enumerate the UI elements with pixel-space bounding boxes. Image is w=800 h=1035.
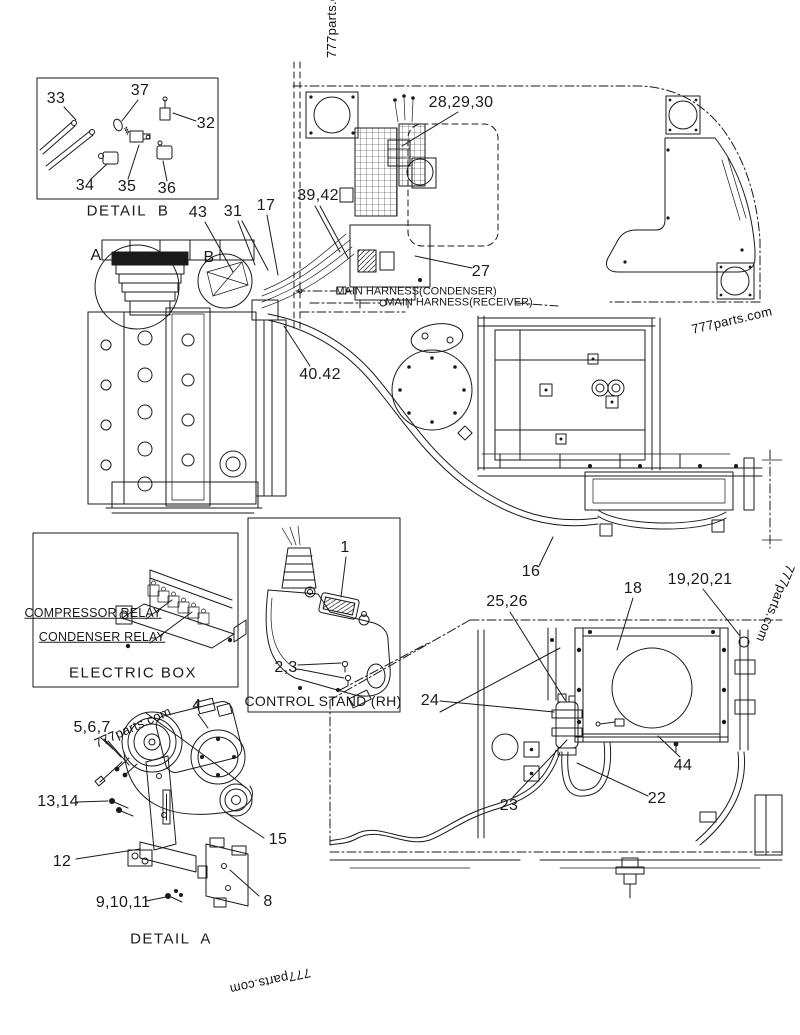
main-harness-receiver-label: MAIN HARNESS(RECEIVER) <box>385 296 533 309</box>
engine-drawing <box>87 214 287 514</box>
compressor-relay-label: COMPRESSOR RELAY <box>24 605 162 620</box>
part-label-12: 12 <box>52 853 72 870</box>
part-label-24: 24 <box>420 692 440 709</box>
ac-unit-drawing <box>339 94 473 309</box>
part-label-28-29-30: 28,29,30 <box>428 94 494 111</box>
part-label-44: 44 <box>673 757 693 774</box>
frame-mid-drawing <box>391 315 661 471</box>
part-label-43: 43 <box>188 204 208 221</box>
part-label-16: 16 <box>521 563 541 580</box>
detail-b-caption: DETAIL B <box>86 202 170 220</box>
part-label-5-6-7: 5,6,7 <box>73 719 111 736</box>
part-label-33: 33 <box>46 90 66 107</box>
part-label-27: 27 <box>471 263 491 280</box>
electric-box-caption: ELECTRIC BOX <box>68 664 198 682</box>
part-label-40-42: 40.42 <box>299 366 341 383</box>
part-label-25-26: 25,26 <box>486 593 528 610</box>
condenser-section-drawing <box>329 588 783 899</box>
part-label-37: 37 <box>130 82 150 99</box>
main-harness-condenser-label: MAIN HARNESS(CONDENSER) <box>335 285 497 298</box>
cab-outline <box>292 61 761 331</box>
part-label-18: 18 <box>623 580 643 597</box>
condenser-relay-label: CONDENSER RELAY <box>38 629 166 644</box>
view-circle-b-label: B <box>203 249 215 266</box>
part-label-1: 1 <box>340 539 350 556</box>
part-label-22: 22 <box>647 790 667 807</box>
view-circle-a-label: A <box>90 247 102 264</box>
part-label-34: 34 <box>75 177 95 194</box>
part-label-32: 32 <box>196 115 216 132</box>
part-label-15: 15 <box>268 831 288 848</box>
watermark-top: 777parts.com <box>324 0 339 58</box>
part-label-19-20-21: 19,20,21 <box>667 571 733 588</box>
detail-a-drawing <box>75 697 265 908</box>
part-label-23: 23 <box>499 797 519 814</box>
part-label-4: 4 <box>192 697 202 714</box>
deck-drawing <box>477 449 783 549</box>
part-label-36: 36 <box>157 180 177 197</box>
part-label-39-42: 39,42 <box>297 187 339 204</box>
detail-b-drawing <box>36 77 219 200</box>
part-label-13-14: 13,14 <box>37 793 79 810</box>
control-stand-drawing <box>247 517 401 713</box>
part-label-35: 35 <box>117 178 137 195</box>
detail-a-caption: DETAIL A <box>130 930 212 948</box>
part-label-8: 8 <box>263 893 273 910</box>
part-label-9-10-11: 9,10,11 <box>95 894 151 911</box>
control-stand-caption: CONTROL STAND (RH) <box>244 693 402 709</box>
part-label-2-3: 2,3 <box>274 659 298 676</box>
hose-routing <box>261 205 599 567</box>
electric-box-drawing <box>32 532 247 688</box>
part-label-31: 31 <box>223 203 243 220</box>
part-label-17: 17 <box>256 197 276 214</box>
